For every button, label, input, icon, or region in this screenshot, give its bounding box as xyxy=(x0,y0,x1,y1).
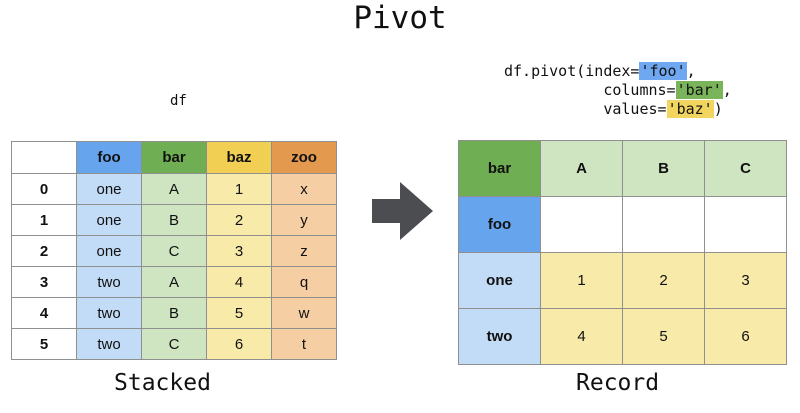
stacked-baz-cell: 5 xyxy=(206,297,272,329)
stacked-header-bar: bar xyxy=(141,141,207,174)
stacked-corner-cell xyxy=(11,141,77,174)
record-column-header: B xyxy=(622,140,705,197)
stacked-zoo-cell: x xyxy=(271,173,337,205)
stacked-foo-cell: one xyxy=(76,173,142,205)
record-column-header: C xyxy=(704,140,787,197)
stacked-bar-cell: A xyxy=(141,266,207,298)
stacked-caption: Stacked xyxy=(114,370,211,396)
source-frame-label: df xyxy=(170,93,187,109)
code-index-arg: 'foo' xyxy=(639,62,687,80)
record-empty-cell xyxy=(540,196,623,253)
record-row: two 4 5 6 xyxy=(458,308,787,365)
code-line3-suffix: ) xyxy=(713,100,723,118)
stacked-header-baz: baz xyxy=(206,141,272,174)
stacked-bar-cell: B xyxy=(141,297,207,329)
record-index-name-row: foo xyxy=(458,196,787,253)
code-line2-suffix: , xyxy=(722,81,732,99)
stacked-zoo-cell: t xyxy=(271,328,337,360)
stacked-row: 2 one C 3 z xyxy=(11,235,337,267)
record-row: one 1 2 3 xyxy=(458,252,787,309)
stacked-index-cell: 1 xyxy=(11,204,77,236)
stacked-index-cell: 5 xyxy=(11,328,77,360)
stacked-header-row: foo bar baz zoo xyxy=(11,141,337,174)
record-empty-cell xyxy=(622,196,705,253)
record-column-header: A xyxy=(540,140,623,197)
stacked-index-cell: 0 xyxy=(11,173,77,205)
code-line1-suffix: , xyxy=(686,62,696,80)
stacked-bar-cell: B xyxy=(141,204,207,236)
stacked-index-cell: 3 xyxy=(11,266,77,298)
stacked-row: 1 one B 2 y xyxy=(11,204,337,236)
stacked-row: 0 one A 1 x xyxy=(11,173,337,205)
record-value-cell: 4 xyxy=(540,308,623,365)
record-caption: Record xyxy=(576,370,660,396)
stacked-foo-cell: one xyxy=(76,204,142,236)
stacked-bar-cell: C xyxy=(141,235,207,267)
record-row-label: one xyxy=(458,252,541,309)
record-value-cell: 3 xyxy=(704,252,787,309)
record-index-name: foo xyxy=(458,196,541,253)
stacked-baz-cell: 4 xyxy=(206,266,272,298)
pivot-code: df.pivot(index='foo', columns='bar', val… xyxy=(504,62,732,119)
stacked-index-cell: 4 xyxy=(11,297,77,329)
stacked-zoo-cell: y xyxy=(271,204,337,236)
stacked-row: 5 two C 6 t xyxy=(11,328,337,360)
stacked-bar-cell: A xyxy=(141,173,207,205)
record-row-label: two xyxy=(458,308,541,365)
record-value-cell: 1 xyxy=(540,252,623,309)
stacked-zoo-cell: z xyxy=(271,235,337,267)
record-value-cell: 5 xyxy=(622,308,705,365)
stacked-baz-cell: 1 xyxy=(206,173,272,205)
stacked-foo-cell: two xyxy=(76,297,142,329)
stacked-foo-cell: two xyxy=(76,266,142,298)
stacked-row: 3 two A 4 q xyxy=(11,266,337,298)
code-columns-arg: 'bar' xyxy=(675,81,723,99)
stacked-zoo-cell: w xyxy=(271,297,337,329)
stacked-row: 4 two B 5 w xyxy=(11,297,337,329)
stacked-bar-cell: C xyxy=(141,328,207,360)
stacked-baz-cell: 6 xyxy=(206,328,272,360)
stacked-index-cell: 2 xyxy=(11,235,77,267)
right-arrow-icon xyxy=(372,182,433,240)
record-header-row: bar A B C xyxy=(458,140,787,197)
page-title: Pivot xyxy=(353,0,447,36)
stacked-baz-cell: 2 xyxy=(206,204,272,236)
stacked-header-zoo: zoo xyxy=(271,141,337,174)
stacked-foo-cell: one xyxy=(76,235,142,267)
stacked-foo-cell: two xyxy=(76,328,142,360)
code-line2-prefix: columns= xyxy=(603,81,676,99)
stacked-table: foo bar baz zoo 0 one A 1 x 1 one B 2 y … xyxy=(11,141,337,360)
record-empty-cell xyxy=(704,196,787,253)
record-value-cell: 2 xyxy=(622,252,705,309)
record-value-cell: 6 xyxy=(704,308,787,365)
stacked-header-foo: foo xyxy=(76,141,142,174)
record-corner-bar: bar xyxy=(458,140,541,197)
code-line1-prefix: df.pivot(index= xyxy=(504,62,640,80)
record-table: bar A B C foo one 1 2 3 two 4 5 6 xyxy=(458,140,787,365)
stacked-baz-cell: 3 xyxy=(206,235,272,267)
code-line3-prefix: values= xyxy=(603,100,667,118)
stacked-zoo-cell: q xyxy=(271,266,337,298)
code-values-arg: 'baz' xyxy=(666,100,714,118)
